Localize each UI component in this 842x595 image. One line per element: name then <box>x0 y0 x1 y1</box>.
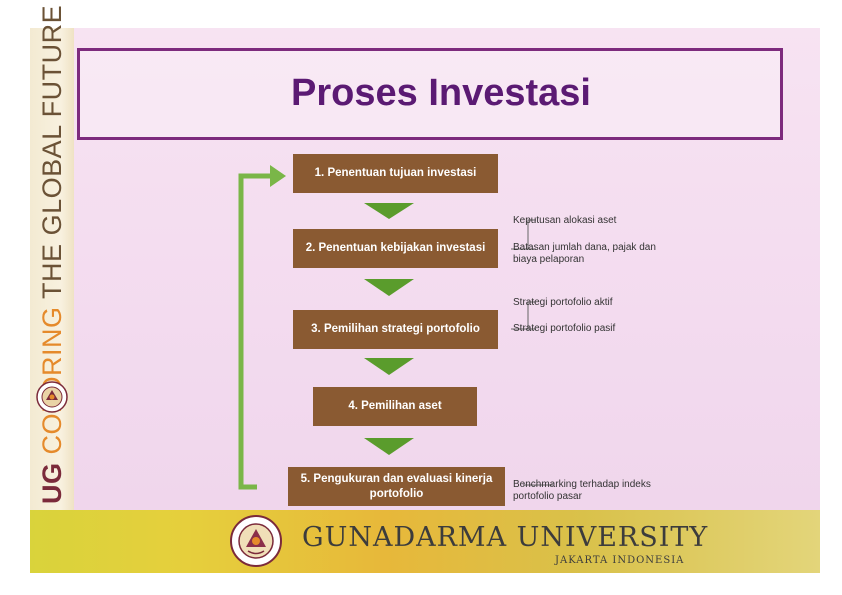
down-arrow-3 <box>364 358 414 375</box>
step-box-2: 2. Penentuan kebijakan investasi <box>293 229 498 268</box>
strip-rest-text: THE GLOBAL FUTURE <box>37 4 67 299</box>
title-frame <box>77 48 783 140</box>
note-strategi-aktif: Strategi portofolio aktif <box>513 297 613 308</box>
step-box-3: 3. Pemilihan strategi portofolio <box>293 310 498 349</box>
note-alokasi-aset: Keputusan alokasi aset <box>513 215 617 226</box>
footer-banner: GUNADARMA UNIVERSITY JAKARTA INDONESIA <box>30 510 820 573</box>
gunadarma-logo-icon <box>230 515 282 567</box>
feedback-loop-arrow <box>238 165 286 490</box>
down-arrow-4 <box>364 438 414 455</box>
down-arrow-2 <box>364 279 414 296</box>
note-connectors <box>511 219 553 486</box>
strip-ug-text: UG <box>37 462 67 505</box>
step-box-4: 4. Pemilihan aset <box>313 387 477 426</box>
process-diagram <box>238 165 553 490</box>
step-box-5: 5. Pengukuran dan evaluasi kinerja porto… <box>288 467 505 506</box>
note-strategi-pasif: Strategi portofolio pasif <box>513 323 616 334</box>
step-box-1: 1. Penentuan tujuan investasi <box>293 154 498 193</box>
down-arrow-1 <box>364 203 414 219</box>
slide: UG COLORING THE GLOBAL FUTURE Proses Inv… <box>30 5 820 573</box>
university-seal-icon <box>36 381 68 413</box>
note-benchmarking: Benchmarking terhadap indeks portofolio … <box>513 479 651 502</box>
footer-brand-text: GUNADARMA UNIVERSITY <box>302 522 709 553</box>
page-title: Proses Investasi <box>291 72 591 114</box>
main-content: Proses Investasi 1. Penentuan tujuan inv… <box>74 28 820 510</box>
note-batasan-dana: Batasan jumlah dana, pajak dan biaya pel… <box>513 242 656 265</box>
footer-location-text: JAKARTA INDONESIA <box>555 555 685 566</box>
